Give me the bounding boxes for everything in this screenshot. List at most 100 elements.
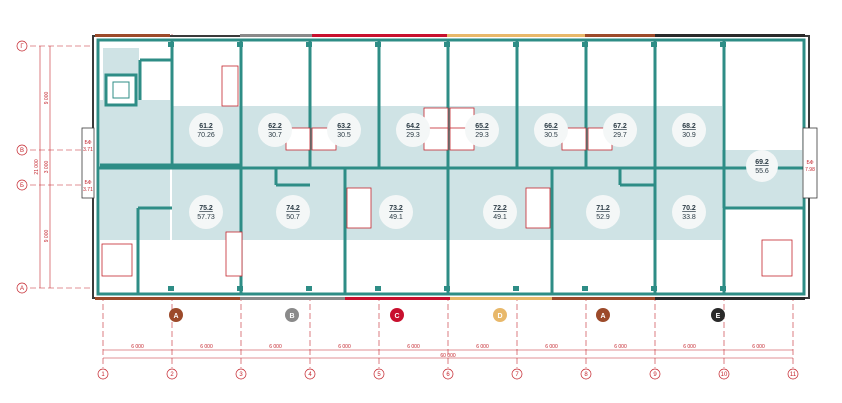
entrance-badge-3: D	[493, 308, 507, 322]
unit-name: 65.2	[475, 123, 489, 130]
side-left-labels: БФ 3.71 БФ 3.71	[83, 140, 93, 193]
unit-area: 57.73	[197, 214, 215, 221]
unit-top-7: 68.2 30.9	[672, 113, 706, 147]
column-axis-label: 7	[515, 372, 519, 378]
column-axis-label: 2	[170, 372, 174, 378]
unit-area: 50.7	[286, 214, 300, 221]
column-axis-10: 11	[787, 368, 799, 380]
entrance-badge-0: А	[169, 308, 183, 322]
column-axis-9: 10	[718, 368, 730, 380]
unit-area: 30.7	[268, 132, 282, 139]
column-axis-label: 6	[446, 372, 450, 378]
unit-area: 29.3	[406, 132, 420, 139]
col-dim-5: 6 000	[476, 344, 489, 350]
entrance-badge-5: Е	[711, 308, 725, 322]
side-left-area-1: 3.71	[83, 147, 93, 153]
col-dim-2: 6 000	[269, 344, 282, 350]
column-axis-3: 4	[304, 368, 316, 380]
unit-area: 30.5	[544, 132, 558, 139]
total-dim: 60 000	[440, 353, 456, 359]
col-dim-1: 6 000	[200, 344, 213, 350]
units-bottom: 75.257.73 74.2 50.7 73.2 49.1 72.2 49.1 71.2 52.…	[189, 195, 706, 229]
unit-top-0: 61.2 70.26	[189, 113, 223, 147]
unit-name: 73.2	[389, 205, 403, 212]
row-axis-1: В	[16, 144, 28, 156]
entrance-badge-1: В	[285, 308, 299, 322]
unit-top-6: 67.229.7	[603, 113, 637, 147]
left-total-dim: 21 000	[34, 159, 40, 175]
left-dim-bottom: 9 000	[44, 230, 50, 243]
col-dim-0: 6 000	[131, 344, 144, 350]
column-axis-label: 8	[584, 372, 588, 378]
entrance-letter: Е	[716, 313, 721, 320]
unit-area: 49.1	[493, 214, 507, 221]
column-axis-label: 11	[790, 372, 797, 378]
unit-area: 29.3	[475, 132, 489, 139]
unit-name: 71.2	[596, 205, 610, 212]
side-left-area-2: 3.71	[83, 187, 93, 193]
left-dim-mid: 3 000	[44, 161, 50, 174]
elevator-shaft	[104, 73, 138, 107]
unit-bottom-3: 72.2 49.1	[483, 195, 517, 229]
column-axis-7: 8	[580, 368, 592, 380]
units-top: 61.2 70.26 62.230.7 63.2 30.5 64.2 29.3 65.2 29.…	[189, 113, 706, 147]
column-axis-5: 6	[442, 368, 454, 380]
row-axis-markers: Г В Б А	[16, 40, 28, 294]
unit-area: 30.9	[682, 132, 696, 139]
unit-name: 61.2	[199, 123, 213, 130]
entrance-letter: А	[600, 313, 605, 320]
unit-name: 74.2	[286, 205, 300, 212]
column-axis-label: 5	[377, 372, 381, 378]
unit-top-4: 65.2 29.3	[465, 113, 499, 147]
entrance-badge-2: С	[390, 308, 404, 322]
unit-name: 66.2	[544, 123, 558, 130]
unit-name: 70.2	[682, 205, 696, 212]
unit-area: 49.1	[389, 214, 403, 221]
side-left-name-2: БФ	[84, 180, 91, 186]
unit-area: 70.26	[197, 132, 215, 139]
left-dimensions: 21 000 9 000 3 000 9 000	[34, 46, 51, 288]
col-dim-4: 6 000	[407, 344, 420, 350]
unit-name: 72.2	[493, 205, 507, 212]
unit-name: 63.2	[337, 123, 351, 130]
unit-bottom-1: 74.2 50.7	[276, 195, 310, 229]
entrance-letter: В	[289, 313, 294, 320]
col-dim-6: 6 000	[545, 344, 558, 350]
side-right-labels: БФ 7.98	[805, 160, 815, 173]
unit-name: 69.2	[755, 159, 769, 166]
column-axis-label: 4	[308, 372, 312, 378]
unit-bottom-4: 71.2 52.9	[586, 195, 620, 229]
unit-name: 68.2	[682, 123, 696, 130]
row-axis-2: Б	[16, 179, 28, 191]
column-axis-label: 1	[101, 372, 105, 378]
entrance-letter: С	[394, 313, 399, 320]
column-axis-2: 3	[235, 368, 247, 380]
col-dim-9: 6 000	[752, 344, 765, 350]
column-axis-1: 2	[166, 368, 178, 380]
unit-bottom-0: 75.257.73	[189, 195, 223, 229]
column-axis-4: 5	[373, 368, 385, 380]
unit-top-1: 62.230.7	[258, 113, 292, 147]
column-axis-label: 3	[239, 372, 243, 378]
side-right-name: БФ	[806, 160, 813, 166]
column-axis-label: 10	[721, 372, 728, 378]
column-axis-label: 9	[653, 372, 657, 378]
facade-strips	[95, 34, 805, 300]
bottom-dimensions: 60 000	[103, 349, 793, 359]
side-left-name-1: БФ	[84, 140, 91, 146]
entrance-badge-4: А	[596, 308, 610, 322]
unit-area: 55.6	[755, 168, 769, 175]
columns	[168, 42, 726, 291]
row-axis-label: Г	[20, 44, 24, 50]
unit-area: 52.9	[596, 214, 610, 221]
row-axis-label: А	[20, 286, 24, 292]
entrance-letter: D	[497, 313, 502, 320]
row-axis-3: А	[16, 282, 28, 294]
unit-top-5: 66.2 30.5	[534, 113, 568, 147]
column-axis-markers: 1 2 3 4 5 6 7 8 9 10 11	[97, 368, 799, 380]
unit-name: 64.2	[406, 123, 420, 130]
column-axis-6: 7	[511, 368, 523, 380]
unit-69-2: 69.2 55.6	[746, 150, 778, 182]
